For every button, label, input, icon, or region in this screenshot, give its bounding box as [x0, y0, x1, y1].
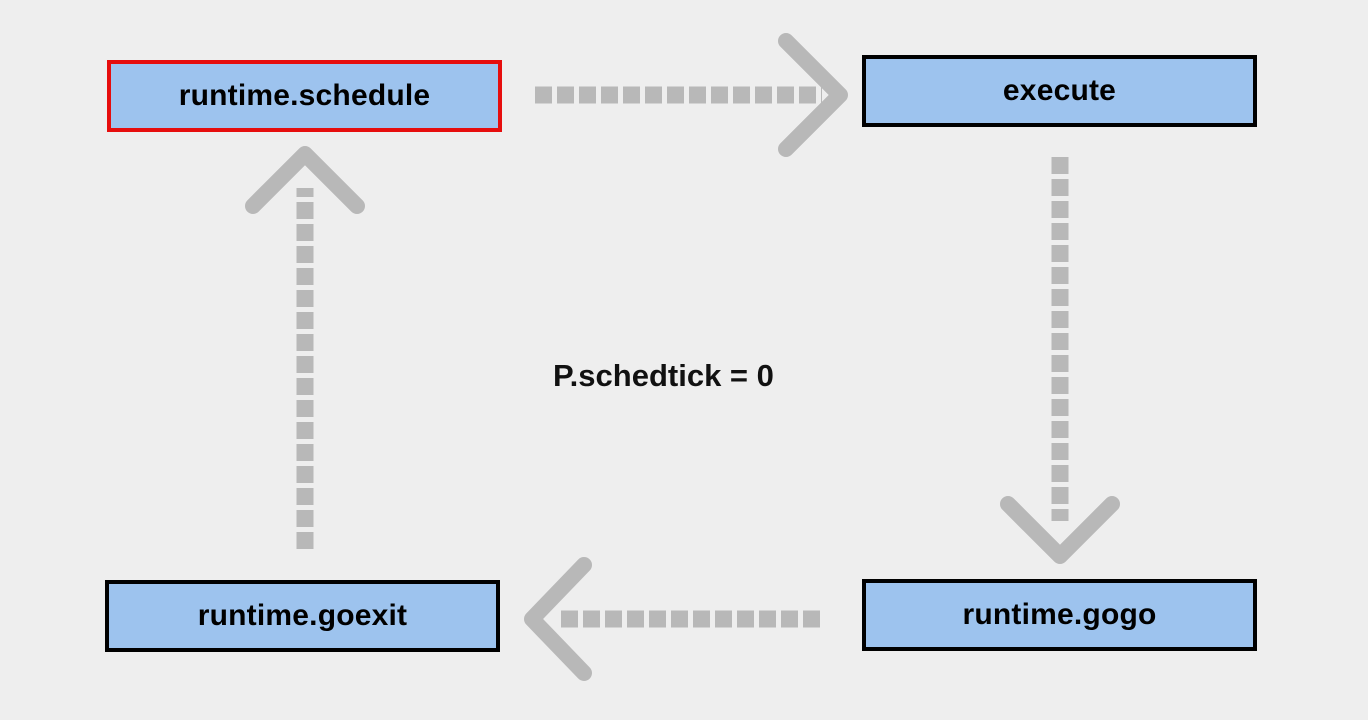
node-runtime-schedule-label: runtime.schedule — [178, 79, 431, 112]
arrowhead-down-icon — [1000, 496, 1120, 564]
node-runtime-goexit-label: runtime.goexit — [197, 599, 408, 632]
arrowhead-right-icon — [778, 33, 848, 157]
arrow-execute-to-gogo — [1000, 157, 1120, 564]
node-runtime-goexit: runtime.goexit — [105, 580, 500, 652]
arrow-goexit-to-schedule — [245, 146, 365, 549]
node-runtime-gogo: runtime.gogo — [862, 579, 1257, 651]
node-execute: execute — [862, 55, 1257, 127]
node-execute-label: execute — [1002, 74, 1117, 107]
arrow-schedule-to-execute — [535, 33, 848, 157]
arrowhead-up-icon — [245, 146, 365, 214]
schedtick-annotation: P.schedtick = 0 — [553, 358, 774, 393]
arrow-gogo-to-goexit — [524, 557, 820, 681]
node-runtime-gogo-label: runtime.gogo — [962, 598, 1157, 631]
node-runtime-schedule: runtime.schedule — [107, 60, 502, 132]
arrowhead-left-icon — [524, 557, 592, 681]
